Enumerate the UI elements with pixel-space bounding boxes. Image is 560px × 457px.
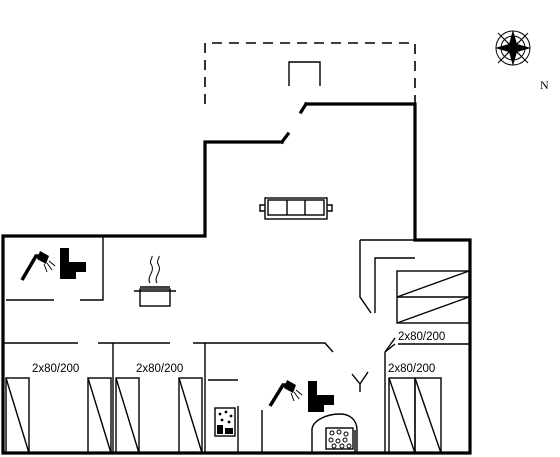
bed-icon <box>396 270 470 324</box>
bed-label: 2x80/200 <box>398 331 445 343</box>
bed-icon <box>5 377 30 454</box>
sauna-icon <box>214 407 236 437</box>
bed-label: 2x80/200 <box>32 363 79 375</box>
bed-icon <box>178 377 203 454</box>
toilet-icon <box>60 248 86 279</box>
cooking-pot-icon <box>134 255 176 307</box>
interior-walls <box>3 236 470 453</box>
bed-icon <box>87 377 112 454</box>
sofa-icon <box>259 197 333 220</box>
bed-label: 2x80/200 <box>136 363 183 375</box>
bed-icon <box>115 377 140 454</box>
bed-icon <box>388 377 416 454</box>
exterior-walls <box>1 101 472 455</box>
terrace-outline <box>204 42 416 104</box>
bed-label: 2x80/200 <box>388 363 435 375</box>
bed-icon <box>414 377 442 454</box>
toilet-icon <box>308 381 334 412</box>
north-label: N <box>540 78 549 92</box>
shower-icon <box>20 251 56 281</box>
whirlpool-icon <box>311 413 358 453</box>
shower-icon <box>268 380 303 407</box>
compass-icon <box>495 30 531 66</box>
